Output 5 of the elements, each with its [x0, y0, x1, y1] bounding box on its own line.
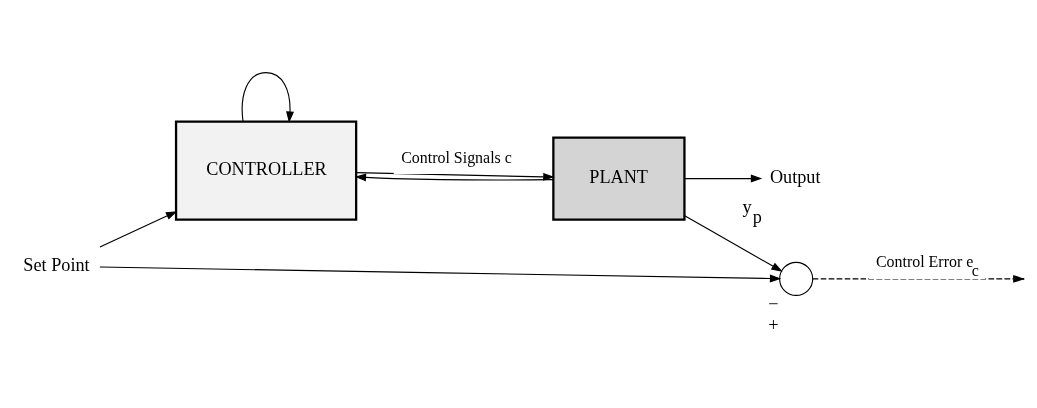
- edge-label: Control Signals c: [400, 148, 512, 166]
- node-text: Set Point: [22, 254, 90, 275]
- node-label: +: [767, 314, 778, 335]
- node-text: Output: [769, 166, 821, 187]
- node-label: −: [767, 293, 778, 314]
